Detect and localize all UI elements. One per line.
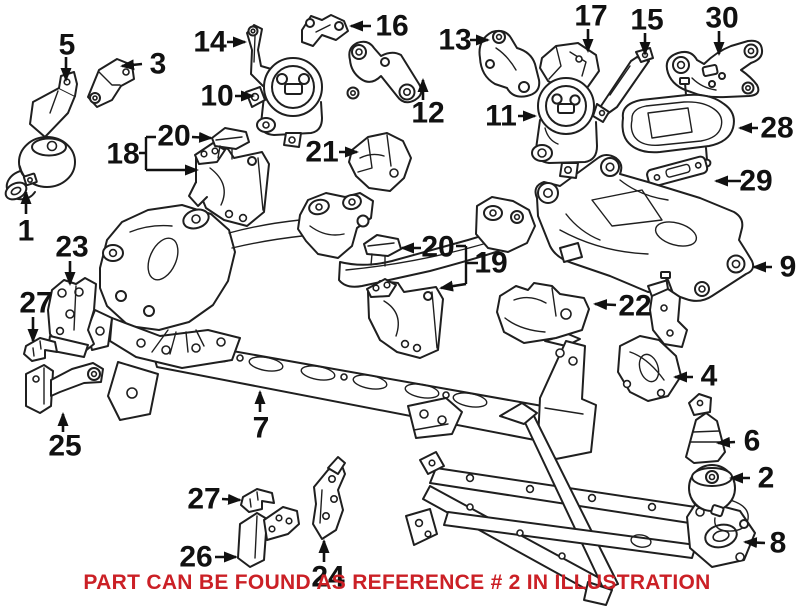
callout-24-label: 24 <box>311 561 345 594</box>
callout-2: 2 <box>729 462 775 495</box>
callout-27-upper-label: 27 <box>19 287 52 320</box>
callout-20-lower: 20 <box>400 231 455 264</box>
part-19-drawing <box>366 278 444 359</box>
callout-14: 14 <box>193 26 247 59</box>
part-24-drawing <box>312 456 346 540</box>
part-2-drawing <box>688 464 749 532</box>
callout-10-label: 10 <box>200 80 233 113</box>
callout-25: 25 <box>48 412 82 463</box>
part-13-drawing <box>478 29 541 98</box>
part-6-drawing <box>685 393 726 464</box>
callout-16: 16 <box>349 10 409 43</box>
part-18-drawing <box>188 142 270 227</box>
callout-3: 3 <box>120 48 167 81</box>
callout-20-upper-label: 20 <box>157 120 190 153</box>
callout-28-label: 28 <box>760 112 793 145</box>
callout-22: 22 <box>593 290 652 323</box>
callout-17: 17 <box>574 0 608 53</box>
callout-15: 15 <box>630 4 664 56</box>
callout-6-label: 6 <box>744 425 761 458</box>
part-20-upper-drawing <box>211 127 250 160</box>
callout-29-label: 29 <box>739 165 772 198</box>
part-15-drawing <box>592 47 654 123</box>
unlabeled-bracket-drawing <box>649 271 688 348</box>
callout-12-label: 12 <box>411 97 444 130</box>
callout-22-label: 22 <box>618 290 651 323</box>
callout-4: 4 <box>673 360 718 393</box>
part-11-drawing <box>531 77 598 179</box>
callout-4-label: 4 <box>701 360 718 393</box>
callout-23-label: 23 <box>55 231 88 264</box>
part-8-drawing <box>405 397 756 606</box>
callout-9-label: 9 <box>780 251 797 284</box>
callout-8: 8 <box>743 527 787 560</box>
part-29-drawing <box>646 155 709 188</box>
callout-5: 5 <box>59 29 76 82</box>
part-27-upper-drawing <box>23 337 58 362</box>
part-22-drawing <box>496 282 590 344</box>
callout-14-label: 14 <box>193 26 227 59</box>
callout-3-label: 3 <box>150 48 167 81</box>
part-3-drawing <box>87 58 135 108</box>
callout-13: 13 <box>438 24 490 57</box>
part-25-drawing <box>25 362 104 414</box>
callout-15-label: 15 <box>630 4 663 37</box>
part-17-drawing <box>539 42 600 92</box>
callout-2-label: 2 <box>758 462 775 495</box>
callout-30: 30 <box>705 2 739 56</box>
callout-25-label: 25 <box>48 430 81 463</box>
part-4-drawing <box>617 335 682 402</box>
callout-29: 29 <box>714 165 773 198</box>
callout-11: 11 <box>485 100 537 133</box>
callout-13-label: 13 <box>438 24 471 57</box>
callout-20-upper: 20 <box>157 120 213 153</box>
part-27-lower-drawing <box>240 488 275 513</box>
part-23-drawing <box>47 277 97 358</box>
callout-19: 19 <box>439 244 508 292</box>
callout-18-label: 18 <box>106 138 139 171</box>
callout-9: 9 <box>752 251 797 284</box>
part-28-drawing <box>621 77 735 168</box>
part-21-drawing <box>348 132 412 192</box>
callout-21: 21 <box>305 136 359 169</box>
callout-27-lower-label: 27 <box>187 483 220 516</box>
callout-16-label: 16 <box>375 10 408 43</box>
callout-5-label: 5 <box>59 29 76 62</box>
callout-26: 26 <box>179 541 238 574</box>
callout-6: 6 <box>716 425 761 458</box>
part-30-drawing <box>665 39 764 99</box>
callout-27-upper: 27 <box>19 287 53 343</box>
callout-11-label: 11 <box>485 100 517 133</box>
callout-7: 7 <box>253 390 270 445</box>
part-16-drawing <box>301 14 349 47</box>
callout-1-label: 1 <box>18 215 35 248</box>
callout-21-label: 21 <box>305 136 338 169</box>
callout-1: 1 <box>18 190 35 248</box>
callout-26-label: 26 <box>179 541 212 574</box>
callout-19-label: 19 <box>474 247 507 280</box>
callout-10: 10 <box>200 80 255 113</box>
callout-28: 28 <box>738 112 794 145</box>
callout-7-label: 7 <box>253 412 270 445</box>
part-12-drawing <box>346 40 423 104</box>
callout-12: 12 <box>411 78 445 130</box>
callout-24: 24 <box>311 539 345 594</box>
callout-27-lower: 27 <box>187 483 242 516</box>
callout-17-label: 17 <box>574 0 607 33</box>
callout-23: 23 <box>55 231 89 286</box>
callout-8-label: 8 <box>770 527 787 560</box>
part-26-drawing <box>237 506 300 568</box>
callout-20-lower-label: 20 <box>421 231 454 264</box>
part-10-drawing <box>245 57 323 148</box>
reference-note: PART CAN BE FOUND AS REFERENCE # 2 IN IL… <box>83 571 710 594</box>
callout-30-label: 30 <box>705 2 738 35</box>
callout-18: 18 <box>106 135 199 176</box>
